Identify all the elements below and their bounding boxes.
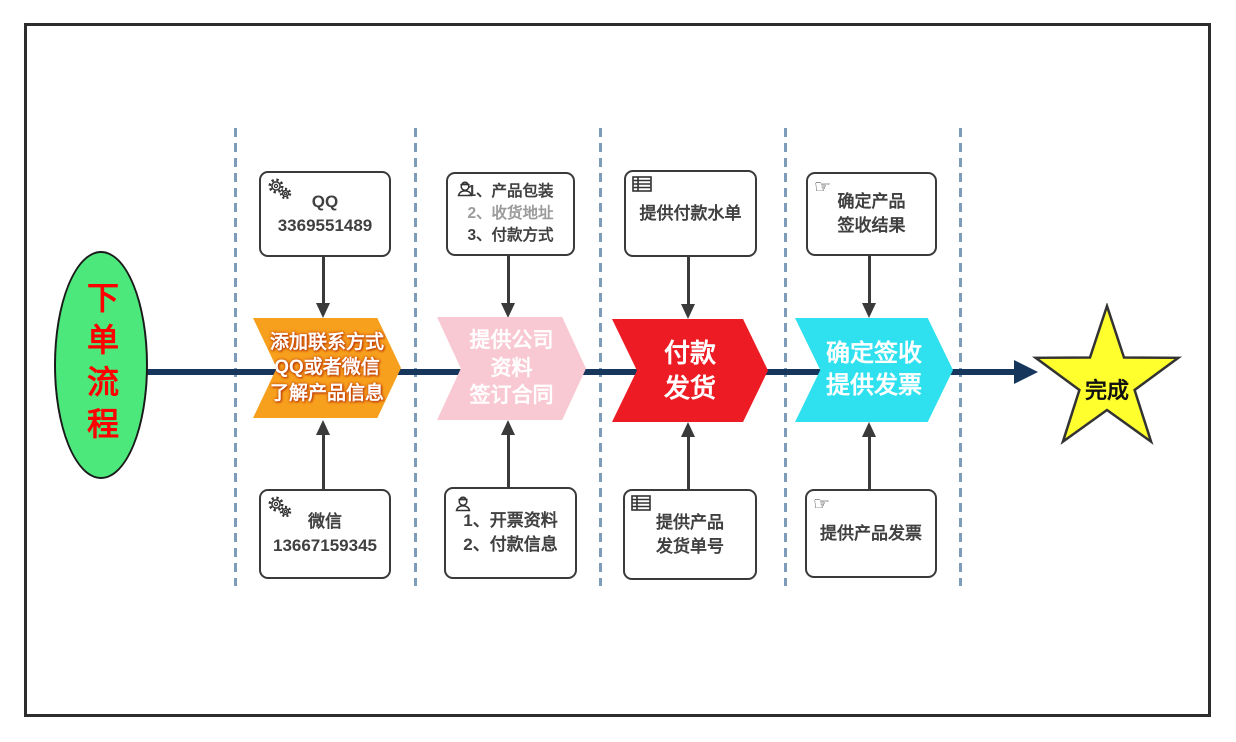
chevron-label-line: 了解产品信息 [269,382,384,404]
lane-divider [414,128,417,586]
info-box-product-invoice: ☞ 提供产品发票 [805,489,937,578]
box-line: 提供产品发票 [820,523,922,543]
connector-line [868,436,871,489]
chevron-label-line: 提供发票 [826,372,922,399]
arrow-down-icon [862,303,876,318]
chevron-label-line: 发货 [663,372,716,403]
chevron-label-line: 付款 [663,338,716,369]
connector-line [507,252,510,305]
engineer-icon [454,178,476,201]
pointing-hand-icon: ☞ [813,493,831,515]
start-node: 下单流程 [54,251,148,479]
info-box-sign-result: ☞ 确定产品 签收结果 [806,172,937,256]
arrow-up-icon [501,420,515,435]
box-line: 2、付款信息 [463,535,558,554]
star-icon [1031,302,1183,445]
arrow-up-icon [681,422,695,437]
lane-divider [959,128,962,586]
step-chevron-confirm-invoice: 确定签收 提供发票 [795,318,953,422]
connector-line [507,434,510,487]
connector-line [322,253,325,305]
chevron-label-line: 添加联系方式 [269,332,384,354]
box-line: 提供付款水单 [639,203,742,223]
box-line: 确定产品 [837,192,906,212]
step-chevron-add-contact: 添加联系方式 QQ或者微信 了解产品信息 [253,318,401,418]
box-line: 签收结果 [837,216,906,235]
table-icon [632,176,652,195]
lane-divider [599,128,602,586]
pointing-hand-icon: ☞ [814,176,832,198]
arrow-down-icon [681,304,695,319]
info-box-order-details: 1、产品包装 2、收货地址 3、付款方式 [446,172,575,256]
gears-icon [267,177,293,204]
arrow-up-icon [862,422,876,437]
step-chevron-pay-ship: 付款 发货 [612,319,768,422]
info-box-shipping-number: 提供产品 发货单号 [623,489,757,580]
box-line: 提供产品 [656,512,724,532]
lane-divider [784,128,787,586]
box-line: 微信 [308,512,342,532]
engineer-icon [452,493,474,516]
chevron-label-line: 提供公司 [469,328,554,352]
connector-line [868,252,871,305]
box-line: 1、开票资料 [463,511,558,531]
chevron-label-line: 确定签收 [826,340,922,368]
box-line: 13667159345 [272,536,377,555]
connector-line [687,436,690,489]
connector-line [687,253,690,305]
info-box-qq: QQ 3369551489 [259,171,391,257]
info-box-payment-slip: 提供付款水单 [624,170,757,257]
end-node-label: 完成 [1084,378,1129,403]
main-flow-arrowhead-icon [1014,360,1038,384]
arrow-down-icon [316,303,330,318]
table-icon [631,495,651,514]
end-node: 完成 [1027,302,1187,463]
info-box-invoice-payment: 1、开票资料 2、付款信息 [444,487,577,579]
box-line: 2、收货地址 [467,205,554,223]
chevron-label-line: QQ或者微信 [274,357,380,379]
chevron-label-line: 签订合同 [469,384,554,408]
arrow-up-icon [316,420,330,435]
start-node-label: 下单流程 [83,281,119,449]
box-line: 1、产品包装 [467,183,554,201]
box-line: 3、付款方式 [467,226,554,244]
connector-line [322,434,325,489]
box-line: 发货单号 [656,536,724,556]
info-box-wechat: 微信 13667159345 [259,489,391,579]
chevron-label-line: 资料 [490,356,533,380]
box-line: 3369551489 [277,216,373,235]
gears-icon [267,495,293,522]
arrow-down-icon [501,303,515,318]
step-chevron-company-info: 提供公司 资料 签订合同 [437,317,586,420]
box-line: QQ [311,192,339,212]
lane-divider [234,128,237,586]
